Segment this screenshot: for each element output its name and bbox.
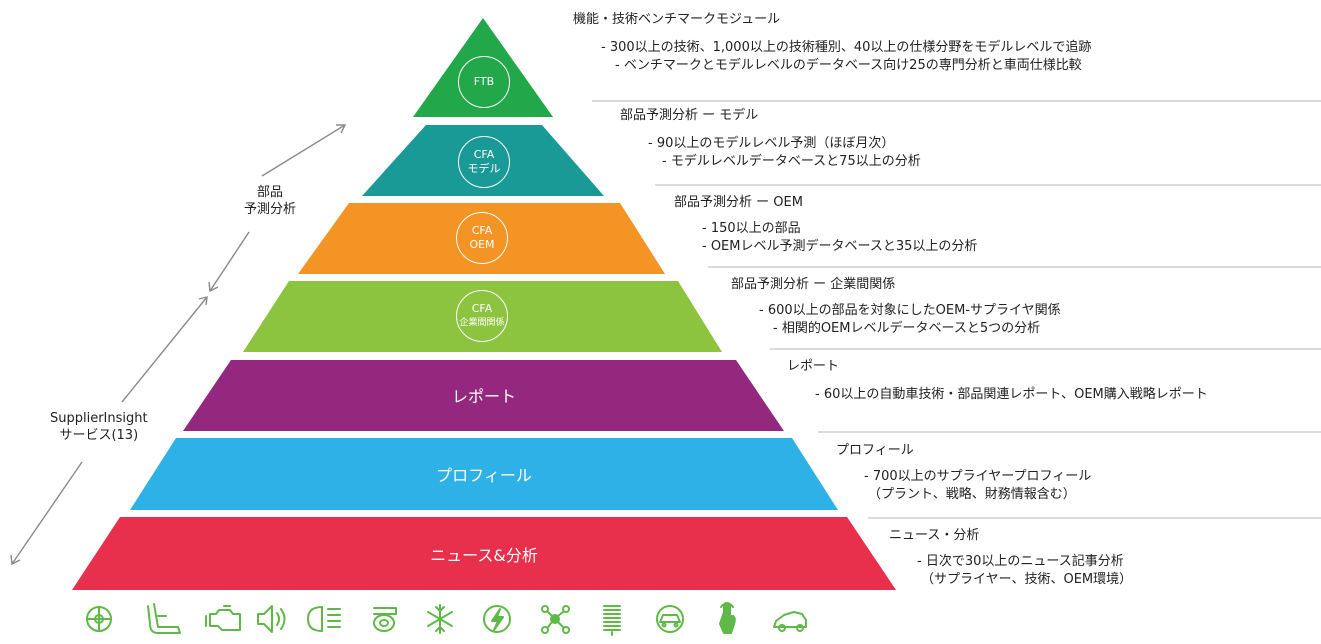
supplier-range-arrow	[10, 296, 208, 566]
headlight-icon	[307, 606, 341, 632]
cfa-inter-description: 部品予測分析 ー 企業間関係 - 600以上の部品を対象にしたOEM-サプライヤ…	[731, 277, 1061, 336]
profile-title: プロフィール	[836, 443, 914, 458]
car-outline-icon	[773, 611, 807, 632]
spring-icon	[603, 605, 621, 636]
report-tier-label: レポート	[451, 387, 517, 406]
report-title: レポート	[787, 359, 840, 374]
tier-news	[72, 517, 896, 590]
ftb-description: 機能・技術ベンチマークモジュール - 300以上の技術、1,000以上の技術種別…	[573, 12, 1092, 73]
snowflake-icon	[427, 604, 453, 634]
cfa-model-description: 部品予測分析 ー モデル - 90以上のモデルレベル予測（ほぼ月次） - モデル…	[620, 108, 921, 169]
steering-wheel-icon	[86, 606, 112, 632]
cfa-model-badge: CFA モデル	[458, 136, 510, 188]
ftb-title: 機能・技術ベンチマークモジュール	[573, 12, 781, 27]
car-seat-icon	[147, 603, 181, 634]
profile-description: プロフィール - 700以上のサプライヤープロフィール （プラント、戦略、財務情…	[836, 443, 1092, 502]
electric-bolt-icon	[483, 605, 511, 633]
cfa-oem-description: 部品予測分析 ー OEM - 150以上の部品 - OEMレベル予測データベース…	[674, 195, 978, 254]
car-body-icon	[656, 605, 684, 633]
news-description: ニュース・分析 - 日次で30以上のニュース記事分析 （サプライヤー、技術、OE…	[889, 528, 1133, 587]
engine-icon	[205, 605, 241, 631]
parts-forecast-side-label: 部品 予測分析	[244, 185, 297, 217]
cfa-inter-title: 部品予測分析 ー 企業間関係	[731, 277, 896, 292]
news-tier-label: ニュース&分析	[430, 546, 538, 565]
ftb-badge: FTB	[458, 56, 510, 108]
molecule-icon	[541, 605, 570, 634]
cfa-model-title: 部品予測分析 ー モデル	[620, 108, 759, 123]
supplierinsight-side-label: SupplierInsight サービス(13)	[50, 411, 148, 443]
cfa-inter-badge: CFA 企業間関係	[456, 290, 508, 342]
profile-tier-label: プロフィール	[436, 466, 532, 485]
speaker-icon	[257, 605, 286, 633]
cfa-oem-badge: CFA OEM	[456, 212, 508, 264]
news-title: ニュース・分析	[889, 528, 980, 543]
parts-range-arrow	[208, 124, 347, 293]
turbocharger-icon	[373, 607, 397, 632]
report-description: レポート - 60以上の自動車技術・部品関連レポート、OEM購入戦略レポート	[787, 359, 1208, 402]
touch-control-icon	[719, 602, 736, 634]
tier-report	[183, 360, 784, 431]
tier-profile	[130, 438, 838, 510]
cfa-oem-title: 部品予測分析 ー OEM	[674, 195, 803, 210]
